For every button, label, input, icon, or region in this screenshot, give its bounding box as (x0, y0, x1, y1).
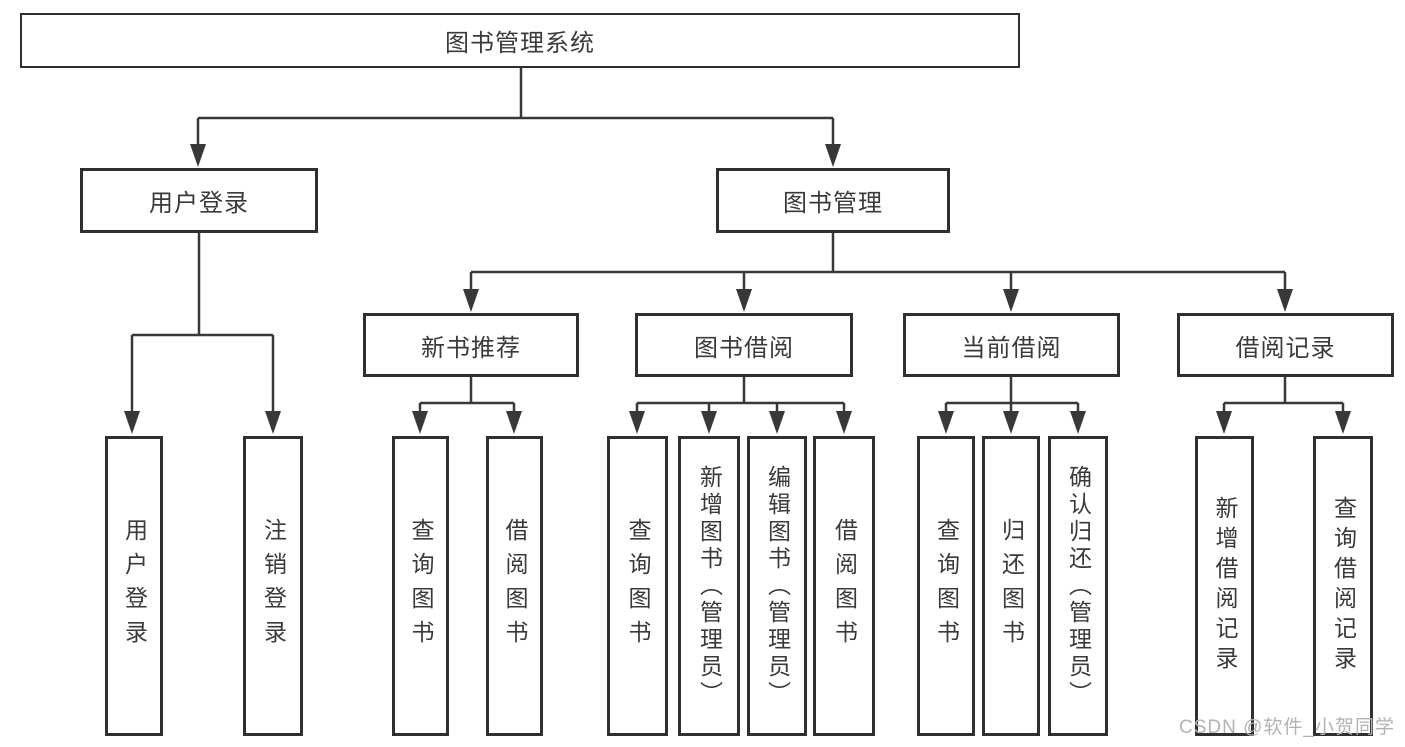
node-label: 图书管理系统 (445, 30, 595, 57)
leaf-user-login: 用户登录 (105, 436, 163, 736)
node-label: 新书推荐 (421, 334, 521, 362)
leaf-current-return-books: 归还图书 (982, 436, 1040, 736)
node-label: 借阅记录 (1235, 334, 1336, 362)
node-user-login: 用户登录 (80, 168, 318, 233)
node-borrow-records: 借阅记录 (1177, 313, 1394, 377)
leaf-borrowing-borrow-books: 借阅图书 (813, 436, 875, 736)
node-label: 图书借阅 (694, 334, 794, 362)
node-book-management: 图书管理 (716, 168, 950, 233)
leaf-newbooks-borrow-books: 借阅图书 (486, 436, 543, 736)
leaf-borrowing-edit-books-admin: 编辑图书（管理员） (747, 436, 807, 736)
leaf-records-add-record: 新增借阅记录 (1195, 436, 1254, 736)
leaf-borrowing-add-books-admin: 新增图书（管理员） (678, 436, 740, 736)
leaf-logout: 注销登录 (243, 436, 303, 736)
leaf-current-confirm-return-admin: 确认归还（管理员） (1048, 436, 1108, 736)
leaf-newbooks-query-books: 查询图书 (392, 436, 449, 736)
node-label: 用户登录 (149, 190, 249, 217)
leaf-current-query-books: 查询图书 (917, 436, 975, 736)
leaf-borrowing-query-books: 查询图书 (607, 436, 668, 736)
csdn-watermark: CSDN @软件_小贺同学 (1179, 717, 1395, 738)
node-library-management-system: 图书管理系统 (20, 13, 1020, 68)
node-new-book-recommend: 新书推荐 (363, 313, 579, 377)
node-label: 图书管理 (783, 190, 883, 217)
node-label: 当前借阅 (961, 334, 1062, 362)
leaf-records-query-record: 查询借阅记录 (1313, 436, 1373, 736)
node-book-borrowing: 图书借阅 (635, 313, 853, 377)
node-current-borrowing: 当前借阅 (903, 313, 1120, 377)
